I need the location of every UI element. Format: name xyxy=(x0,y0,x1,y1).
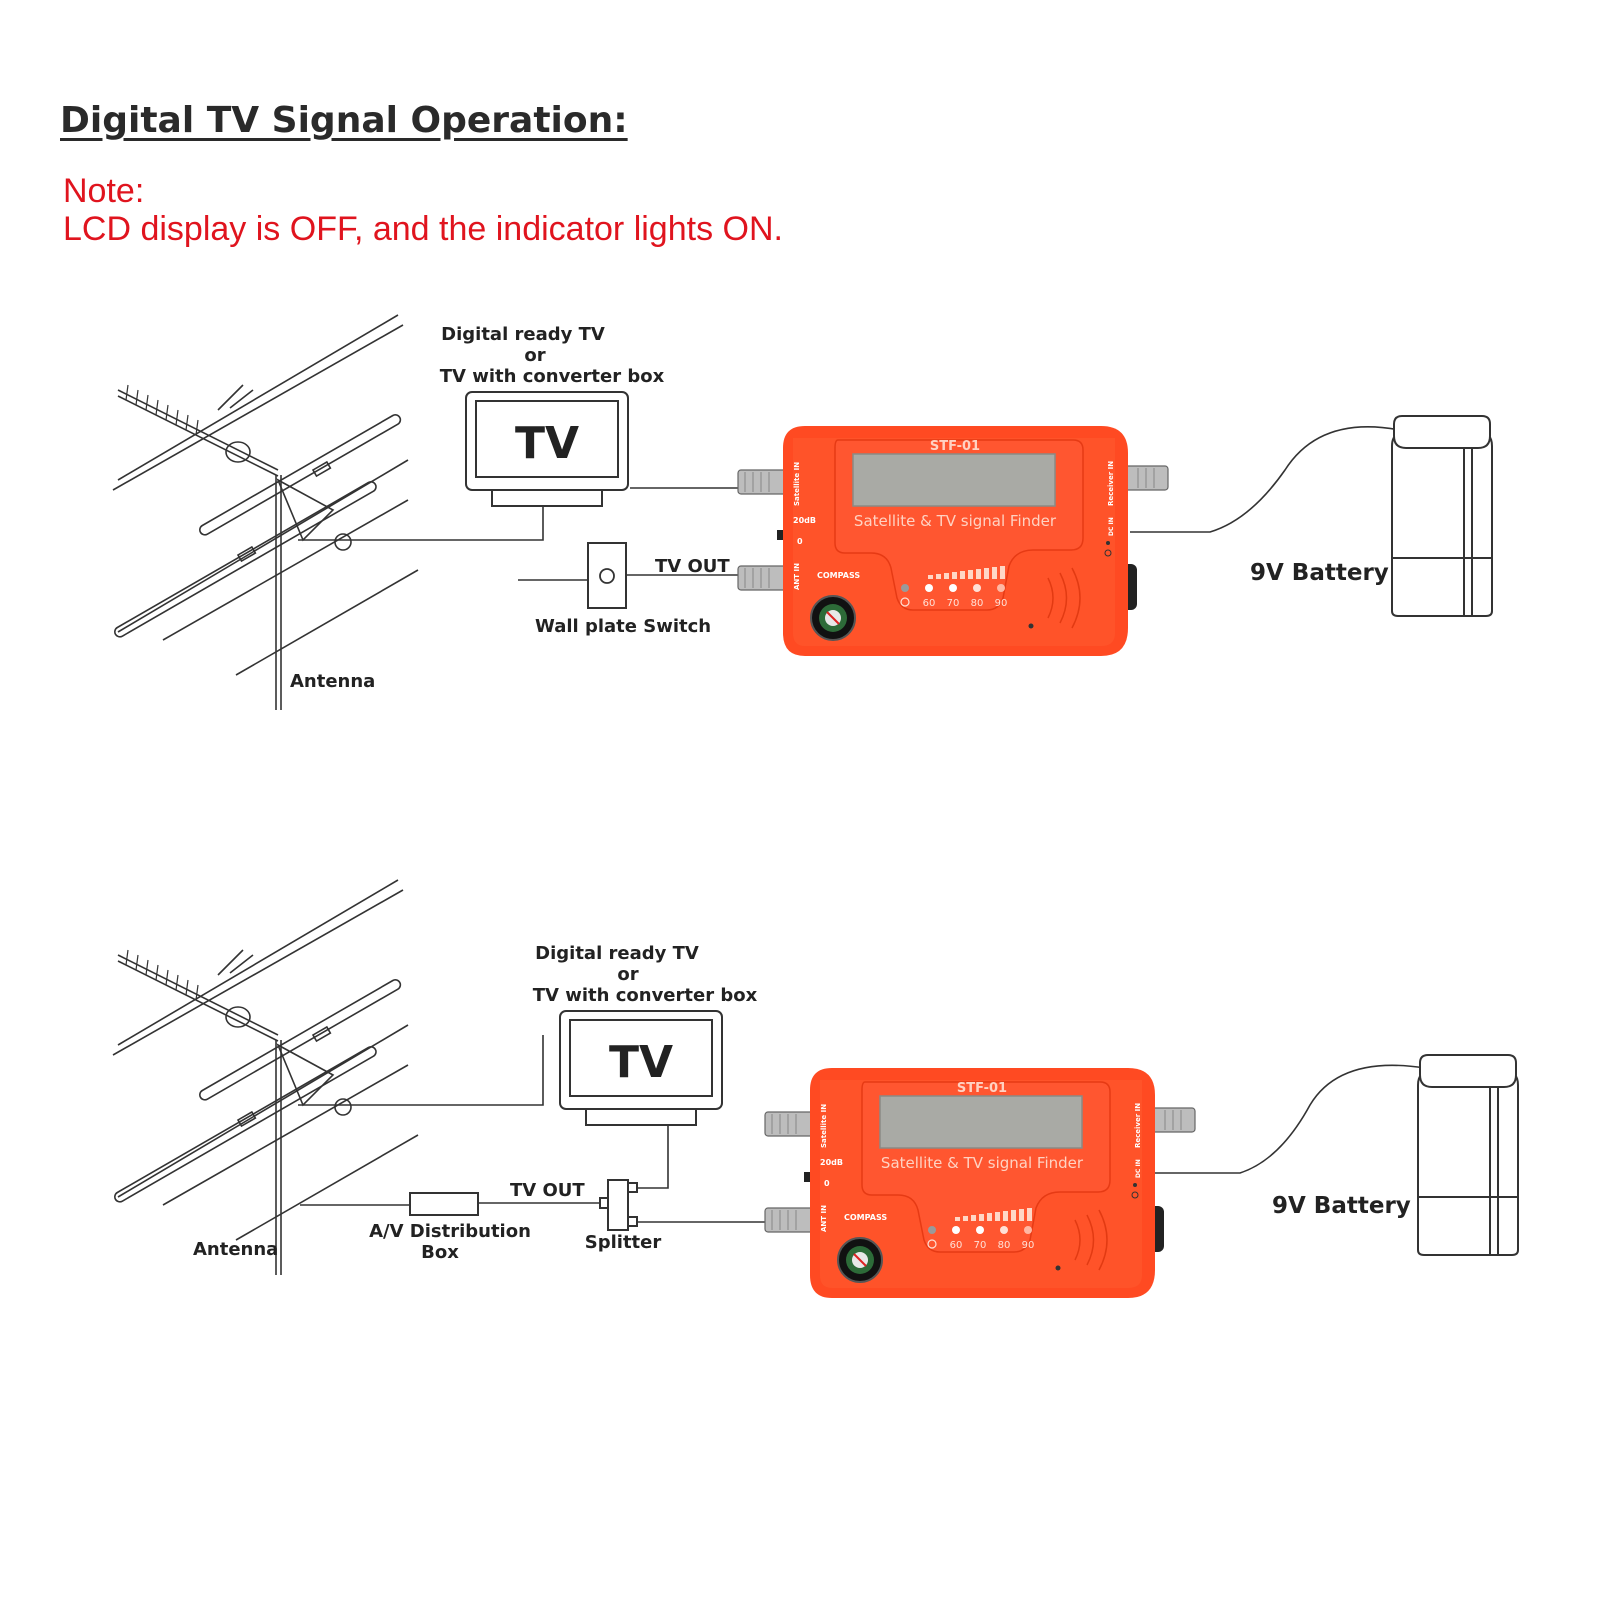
tv-heading-line-2: or xyxy=(524,345,545,366)
switch-20db-label: 20dB xyxy=(820,1158,843,1167)
battery-label: 9V Battery xyxy=(1250,560,1389,586)
tv-heading-line-1: Digital ready TV xyxy=(535,943,699,964)
port-ant-label: ANT IN xyxy=(820,1205,828,1232)
level-70: 70 xyxy=(947,598,960,609)
device-caption: Satellite & TV signal Finder xyxy=(854,512,1057,530)
port-receiver-label: Receiver IN xyxy=(1107,461,1115,506)
antenna-label: Antenna xyxy=(290,671,375,692)
level-60: 60 xyxy=(950,1240,963,1251)
tv-icon: TV xyxy=(559,1010,723,1126)
tv-out-label: TV OUT xyxy=(510,1180,585,1201)
compass-label: COMPASS xyxy=(817,571,860,580)
note-block: Note: LCD display is OFF, and the indica… xyxy=(63,172,783,248)
av-box-label-1: A/V Distribution xyxy=(369,1221,531,1242)
port-satellite-label: Satellite IN xyxy=(793,462,801,506)
antenna-label: Antenna xyxy=(193,1239,278,1260)
level-80: 80 xyxy=(998,1240,1011,1251)
wall-plate-switch-icon xyxy=(587,542,627,609)
av-box-label-2: Box xyxy=(421,1242,459,1263)
port-satellite-label: Satellite IN xyxy=(820,1104,828,1148)
tv-heading-line-1: Digital ready TV xyxy=(441,324,605,345)
level-70: 70 xyxy=(974,1240,987,1251)
port-dc-label: DC IN xyxy=(1108,517,1115,536)
level-90: 90 xyxy=(995,598,1008,609)
port-ant-label: ANT IN xyxy=(793,563,801,590)
compass-label: COMPASS xyxy=(844,1213,887,1222)
tv-heading-line-3: TV with converter box xyxy=(533,985,758,1006)
port-dc-label: DC IN xyxy=(1135,1159,1142,1178)
note-text: LCD display is OFF, and the indicator li… xyxy=(63,210,783,248)
level-80: 80 xyxy=(971,598,984,609)
device-model: STF-01 xyxy=(930,439,980,454)
wall-plate-label: Wall plate Switch xyxy=(535,616,711,637)
signal-finder-device: STF-01 Satellite & TV signal Finder COMP… xyxy=(737,425,1169,657)
battery-icon xyxy=(1391,415,1493,617)
device-caption: Satellite & TV signal Finder xyxy=(881,1154,1084,1172)
tv-icon: TV xyxy=(465,391,629,507)
wires-2 xyxy=(300,1064,1426,1223)
level-60: 60 xyxy=(923,598,936,609)
switch-0-label: 0 xyxy=(824,1179,830,1188)
tv-out-label: TV OUT xyxy=(655,556,730,577)
tv-screen-label: TV xyxy=(515,418,579,469)
wires-1 xyxy=(518,426,1401,581)
tv-screen-label: TV xyxy=(609,1037,673,1088)
splitter-icon xyxy=(599,1179,638,1231)
tv-heading-line-3: TV with converter box xyxy=(440,366,665,387)
av-distribution-box-icon xyxy=(409,1192,479,1216)
signal-finder-device: STF-01 Satellite & TV signal Finder COMP… xyxy=(764,1067,1196,1299)
splitter-label: Splitter xyxy=(585,1232,662,1253)
diagram-1: TV Digital ready TV or TV with converter… xyxy=(112,314,1493,711)
device-model: STF-01 xyxy=(957,1081,1007,1096)
note-heading: Note: xyxy=(63,172,145,210)
switch-20db-label: 20dB xyxy=(793,516,816,525)
diagram-2: TV Digital ready TV or TV with converter… xyxy=(112,879,1519,1299)
battery-icon xyxy=(1417,1054,1519,1256)
battery-label: 9V Battery xyxy=(1272,1193,1411,1219)
switch-0-label: 0 xyxy=(797,537,803,546)
tv-heading-line-2: or xyxy=(617,964,638,985)
page-title: Digital TV Signal Operation: xyxy=(60,100,628,141)
port-receiver-label: Receiver IN xyxy=(1134,1103,1142,1148)
level-90: 90 xyxy=(1022,1240,1035,1251)
